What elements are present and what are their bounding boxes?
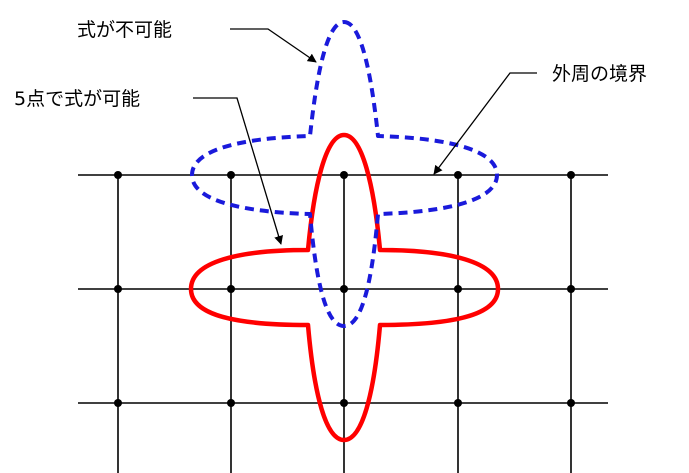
possible-5pt-label: 5点で式が可能: [14, 88, 140, 110]
grid-node: [114, 171, 122, 179]
boundary-label: 外周の境界: [552, 63, 647, 85]
possible-leader-arrow: [193, 97, 283, 245]
grid-node: [340, 171, 348, 179]
grid-node: [340, 285, 348, 293]
grid-node: [340, 399, 348, 407]
grid-node: [227, 285, 235, 293]
possible-shape-outline: [188, 132, 501, 443]
grid-nodes: [114, 171, 575, 407]
grid-node: [227, 171, 235, 179]
grid-node: [567, 171, 575, 179]
impossible-shape-outline: [190, 20, 499, 328]
grid-node: [454, 285, 462, 293]
grid-node: [114, 285, 122, 293]
grid-node: [227, 399, 235, 407]
impossible-label: 式が不可能: [77, 19, 172, 41]
grid-node: [567, 285, 575, 293]
impossible-leader-arrow: [230, 28, 317, 63]
grid-node: [567, 399, 575, 407]
grid-node: [114, 399, 122, 407]
grid-node: [454, 171, 462, 179]
grid-node: [454, 399, 462, 407]
boundary-leader-arrow: [433, 72, 537, 175]
